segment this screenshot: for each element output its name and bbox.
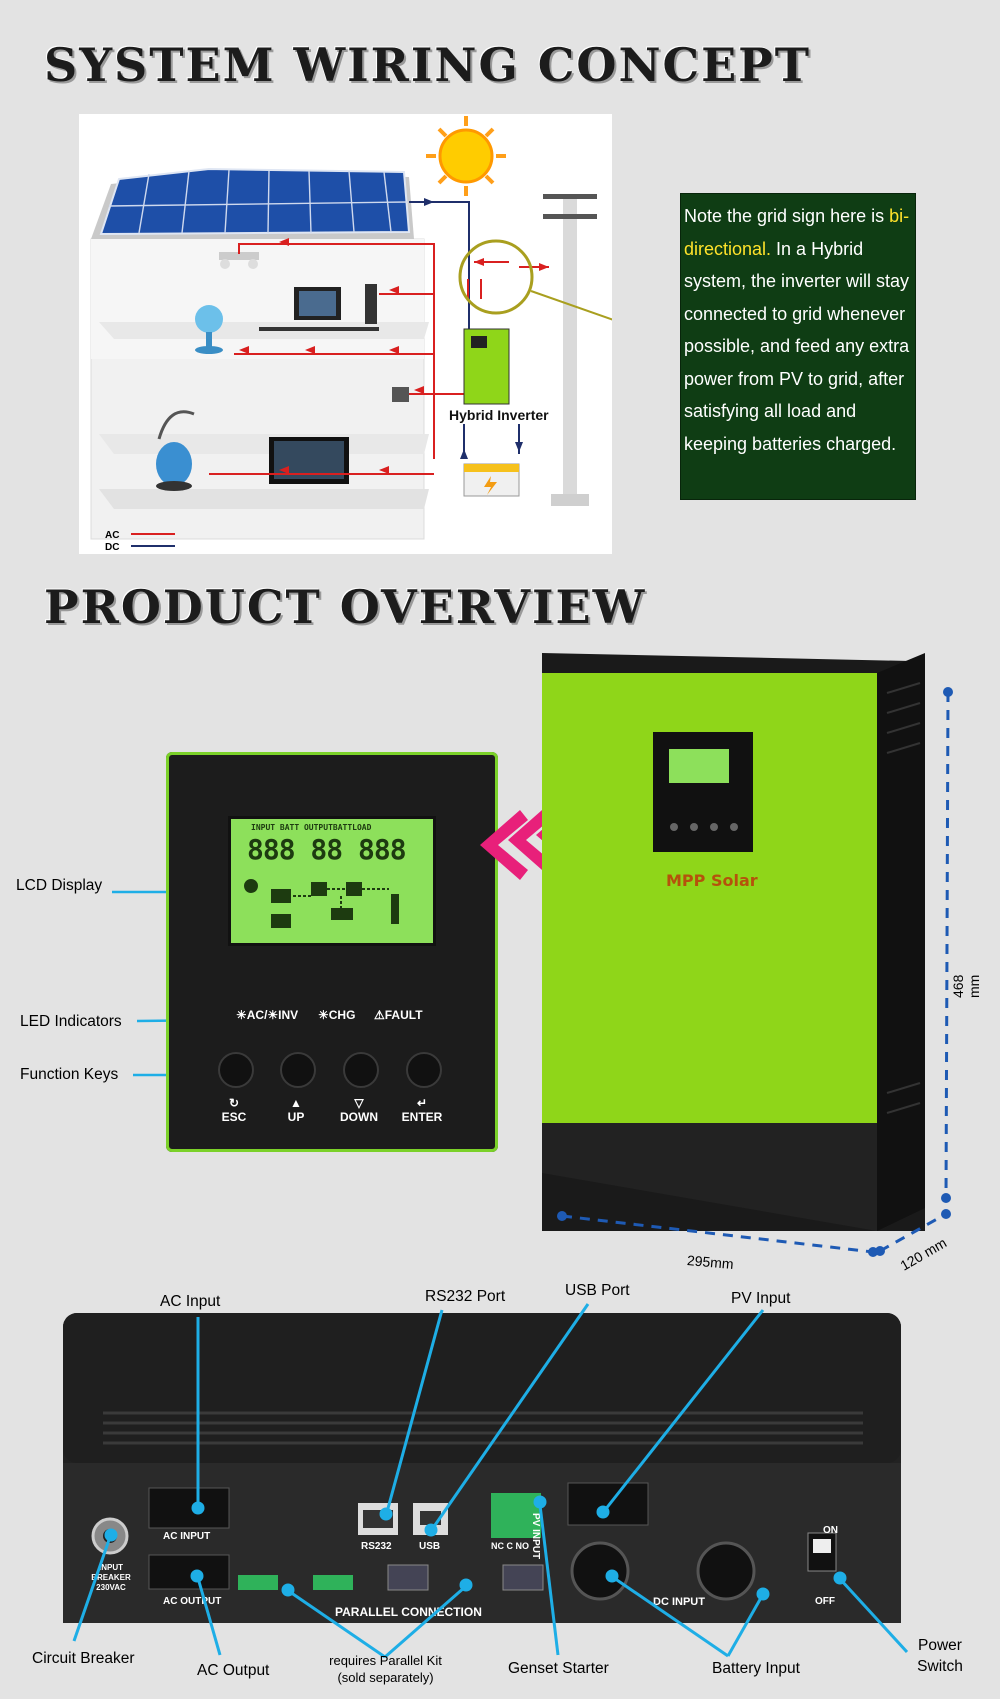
callout-pv-input: PV Input <box>731 1290 791 1307</box>
lcd-digits: 888 88 888 <box>247 833 407 866</box>
breaker-label-2: 230VAC <box>96 1583 126 1592</box>
wiring-illustration: Hybrid Inverter AC DC <box>90 116 683 553</box>
lcd-top-labels: INPUT BATT OUTPUTBATTLOAD <box>251 823 372 832</box>
callout-function-keys: Function Keys <box>20 1066 119 1083</box>
utility-pole-icon <box>543 194 597 506</box>
callout-ac-output: AC Output <box>197 1662 270 1679</box>
callout-battery-input: Battery Input <box>712 1660 800 1677</box>
inverter-unit: MPP Solar <box>542 653 925 1231</box>
usb-printed: USB <box>419 1541 441 1552</box>
down-label: DOWN <box>340 1110 378 1124</box>
grid-highlight-circle <box>458 239 534 315</box>
nc-c-no-printed: NC C NO <box>491 1541 529 1551</box>
breaker-label-1: INPUT BREAKER <box>91 1563 131 1582</box>
esc-label: ESC <box>221 1110 247 1124</box>
dc-input-printed: DC INPUT <box>653 1596 705 1608</box>
callout-genset-starter: Genset Starter <box>508 1660 609 1677</box>
down-glyph: ▽ <box>354 1096 364 1110</box>
legend-dc: DC <box>105 542 119 553</box>
callout-lcd-display: LCD Display <box>16 877 103 894</box>
section-heading-wiring: SYSTEM WIRING CONCEPT <box>44 38 811 92</box>
callout-parallel-kit: requires Parallel Kit (sold separately) <box>318 1652 453 1686</box>
fan-icon <box>195 305 223 354</box>
note-text-rest: In a Hybrid system, the inverter will st… <box>684 238 910 454</box>
off-printed: OFF <box>815 1596 835 1607</box>
inverter-body <box>542 653 925 1231</box>
note-text-lead: Note the grid sign here is <box>684 206 890 226</box>
up-label: UP <box>287 1110 305 1124</box>
inverter-label: Hybrid Inverter <box>449 407 549 423</box>
rear-panel: INPUT BREAKER 230VAC AC INPUT AC OUTPUT … <box>63 1313 901 1623</box>
battery-icon <box>463 463 520 497</box>
note-text-highlight: bi-directional. <box>684 206 910 259</box>
callout-ac-input: AC Input <box>160 1293 221 1310</box>
callout-power-switch: Power Switch <box>910 1635 970 1677</box>
on-printed: ON <box>823 1525 838 1536</box>
up-key[interactable] <box>280 1052 316 1088</box>
ac-input-printed: AC INPUT <box>163 1531 211 1542</box>
grid-note-box: Note the grid sign here is bi-directiona… <box>680 193 916 500</box>
callout-rs232: RS232 Port <box>425 1288 506 1305</box>
meter-icon <box>392 387 409 402</box>
solar-panel-icon <box>91 167 414 239</box>
esc-glyph: ↻ <box>228 1096 240 1110</box>
ceiling-light-icon <box>219 252 259 269</box>
hybrid-inverter-icon <box>463 328 510 405</box>
callout-power-switch-line2: Switch <box>917 1658 963 1675</box>
brand-logo: MPP Solar <box>666 871 758 890</box>
enter-glyph: ↵ <box>416 1096 428 1110</box>
vacuum-icon <box>156 410 195 491</box>
enter-key[interactable] <box>406 1052 442 1088</box>
enter-label: ENTER <box>401 1110 443 1124</box>
lcd-display: INPUT BATT OUTPUTBATTLOAD 888 88 888 <box>228 816 436 946</box>
ac-output-printed: AC OUTPUT <box>163 1596 222 1607</box>
led-chg: ☀CHG <box>318 1008 356 1022</box>
section-heading-overview: PRODUCT OVERVIEW <box>44 580 647 634</box>
led-ac-inv: ☀AC/☀INV <box>236 1008 299 1022</box>
grid-arrows <box>467 258 549 299</box>
callout-circuit-breaker: Circuit Breaker <box>32 1650 135 1667</box>
led-fault: ⚠FAULT <box>374 1008 423 1022</box>
legend-ac: AC <box>105 530 119 541</box>
front-panel-closeup: INPUT BATT OUTPUTBATTLOAD 888 88 888 ☀AC… <box>166 752 498 1152</box>
down-key[interactable] <box>343 1052 379 1088</box>
callout-power-switch-line1: Power <box>918 1637 962 1654</box>
callout-usb: USB Port <box>565 1282 630 1299</box>
esc-key[interactable] <box>218 1052 254 1088</box>
callout-parallel-kit-line1: requires Parallel Kit <box>329 1653 442 1668</box>
wiring-diagram: Hybrid Inverter AC DC <box>79 114 683 554</box>
parallel-printed: PARALLEL CONNECTION <box>335 1605 482 1619</box>
callout-parallel-kit-line2: (sold separately) <box>337 1670 434 1685</box>
up-glyph: ▲ <box>290 1096 302 1110</box>
monitor-icon <box>259 284 379 331</box>
sun-icon <box>426 116 506 196</box>
rs232-printed: RS232 <box>361 1541 392 1552</box>
callout-led-indicators: LED Indicators <box>20 1013 122 1030</box>
lcd-flow-icons <box>244 879 399 928</box>
